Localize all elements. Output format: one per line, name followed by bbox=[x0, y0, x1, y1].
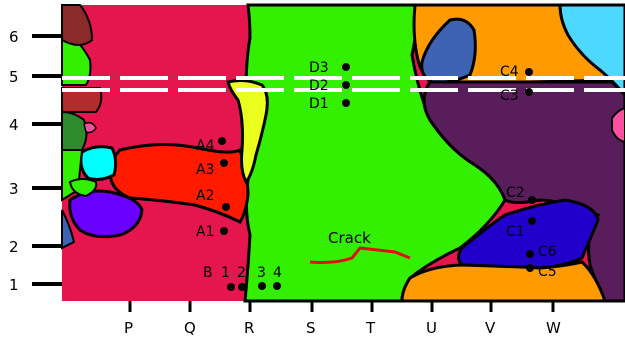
y-label-1: 1 bbox=[9, 276, 19, 294]
x-label-q: Q bbox=[184, 319, 196, 337]
point-c1-marker bbox=[528, 217, 536, 225]
point-c2-marker bbox=[528, 196, 536, 204]
point-b3-marker bbox=[258, 282, 266, 290]
point-b2-marker bbox=[238, 283, 246, 291]
point-b4-marker bbox=[273, 282, 281, 290]
grain-map bbox=[61, 3, 625, 303]
point-c3-marker bbox=[525, 88, 533, 96]
point-b-label: B bbox=[203, 265, 213, 281]
point-a4-marker bbox=[218, 137, 226, 145]
x-axis: P Q R S T U V W bbox=[124, 301, 561, 337]
red-grain bbox=[108, 142, 250, 224]
y-label-6: 6 bbox=[9, 28, 19, 46]
point-c4-label: C4 bbox=[500, 64, 519, 80]
crack-label: Crack bbox=[328, 229, 371, 247]
small-pink-grain bbox=[83, 121, 97, 134]
x-label-w: W bbox=[546, 319, 561, 337]
point-a3-label: A3 bbox=[196, 162, 214, 178]
point-a2-marker bbox=[222, 203, 230, 211]
point-a3-marker bbox=[220, 159, 228, 167]
x-label-r: R bbox=[244, 319, 254, 337]
point-c4-marker bbox=[525, 68, 533, 76]
point-b1-label: 1 bbox=[221, 265, 230, 281]
point-c5-label: C5 bbox=[538, 264, 557, 280]
point-b4-label: 4 bbox=[273, 265, 282, 281]
top-left-brown-grain bbox=[61, 4, 94, 46]
pink-grain-right bbox=[611, 106, 625, 144]
point-c2-label: C2 bbox=[506, 185, 525, 201]
point-c6-marker bbox=[526, 250, 534, 258]
crack-line bbox=[309, 246, 411, 264]
orange-grain-bottom bbox=[400, 260, 608, 303]
point-c6-label: C6 bbox=[538, 244, 557, 260]
point-a1-marker bbox=[220, 227, 228, 235]
point-c1-label: C1 bbox=[506, 224, 525, 240]
point-d1-marker bbox=[342, 99, 350, 107]
point-c5-marker bbox=[526, 264, 534, 272]
yellow-grain bbox=[226, 79, 269, 185]
purple-grain bbox=[422, 80, 625, 303]
y-label-3: 3 bbox=[9, 180, 19, 198]
point-a2-label: A2 bbox=[196, 188, 214, 204]
point-d2-label: D2 bbox=[309, 78, 329, 94]
x-label-s: S bbox=[306, 319, 316, 337]
left-green-small-grain bbox=[68, 178, 98, 198]
y-label-4: 4 bbox=[9, 116, 19, 134]
measurement-points: D3 D2 D1 A4 A3 A2 A1 C4 C3 C2 C1 C6 C5 B… bbox=[196, 60, 557, 291]
point-d2-marker bbox=[342, 81, 350, 89]
cyan-grain-left bbox=[79, 145, 118, 181]
point-a1-label: A1 bbox=[196, 224, 214, 240]
point-d3-marker bbox=[342, 63, 350, 71]
violet-grain bbox=[68, 189, 144, 239]
x-label-p: P bbox=[124, 319, 133, 337]
bottom-left-blue-grain bbox=[61, 209, 76, 250]
y-label-2: 2 bbox=[9, 238, 19, 256]
point-b2-label: 2 bbox=[237, 265, 246, 281]
point-c3-label: C3 bbox=[500, 88, 519, 104]
point-d3-label: D3 bbox=[309, 60, 329, 76]
x-label-v: V bbox=[485, 319, 496, 337]
x-label-t: T bbox=[365, 319, 376, 337]
y-label-5: 5 bbox=[9, 68, 19, 86]
y-axis: 6 5 4 3 2 1 bbox=[9, 28, 62, 294]
point-b3-label: 3 bbox=[257, 265, 266, 281]
point-a4-label: A4 bbox=[196, 138, 215, 154]
x-label-u: U bbox=[426, 319, 437, 337]
point-b1-marker bbox=[227, 283, 235, 291]
point-d1-label: D1 bbox=[309, 96, 329, 112]
